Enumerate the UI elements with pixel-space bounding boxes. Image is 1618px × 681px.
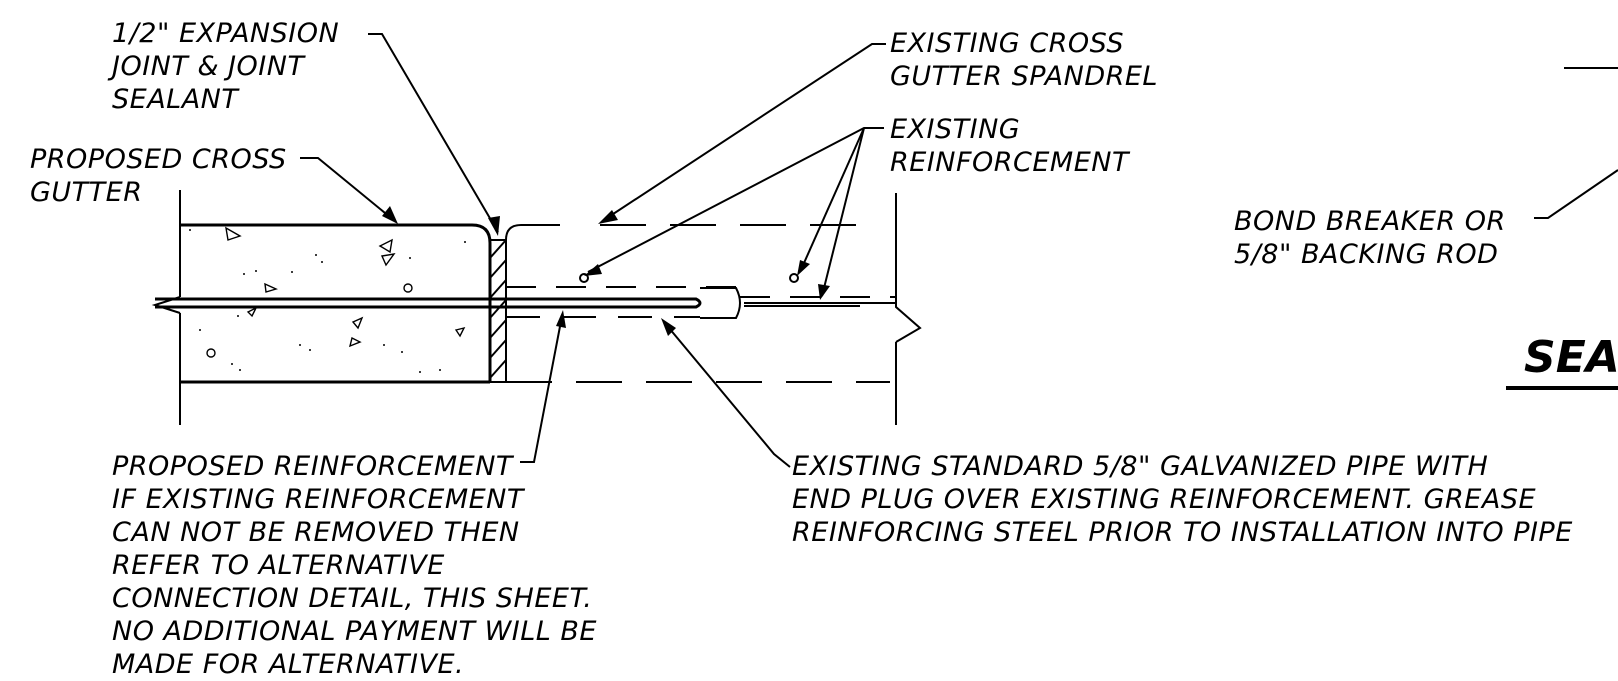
label-existing-spandrel: EXISTING CROSS GUTTER SPANDREL xyxy=(890,28,1158,92)
galvanized-pipe xyxy=(700,287,896,319)
leader-existing-reinforcement xyxy=(584,127,884,300)
leader-proposed-reinforcement xyxy=(520,310,566,463)
leader-bond-breaker xyxy=(1534,169,1618,219)
existing-spandrel-section xyxy=(505,193,922,425)
leader-galvanized-pipe xyxy=(661,318,791,468)
concrete-aggregate xyxy=(206,226,466,358)
expansion-joint-hatch xyxy=(489,239,507,383)
label-existing-reinforcement: EXISTING REINFORCEMENT xyxy=(890,114,1131,178)
section-title: SEAL xyxy=(1524,332,1618,383)
proposed-reinforcement-bar xyxy=(155,297,702,309)
label-expansion-joint: 1/2" EXPANSION JOINT & JOINT SEALANT xyxy=(107,18,348,115)
leader-expansion-joint xyxy=(368,33,500,236)
concrete-dots xyxy=(189,229,466,373)
label-bond-breaker: BOND BREAKER OR 5/8" BACKING ROD xyxy=(1234,206,1515,270)
label-proposed-reinforcement: PROPOSED REINFORCEMENT IF EXISTING REINF… xyxy=(112,451,606,680)
proposed-cross-gutter-section xyxy=(151,190,492,425)
leader-proposed-cross-gutter xyxy=(300,157,398,224)
leader-existing-spandrel xyxy=(598,43,886,224)
label-galvanized-pipe: EXISTING STANDARD 5/8" GALVANIZED PIPE W… xyxy=(792,451,1573,548)
label-proposed-cross-gutter: PROPOSED CROSS GUTTER xyxy=(30,144,296,208)
